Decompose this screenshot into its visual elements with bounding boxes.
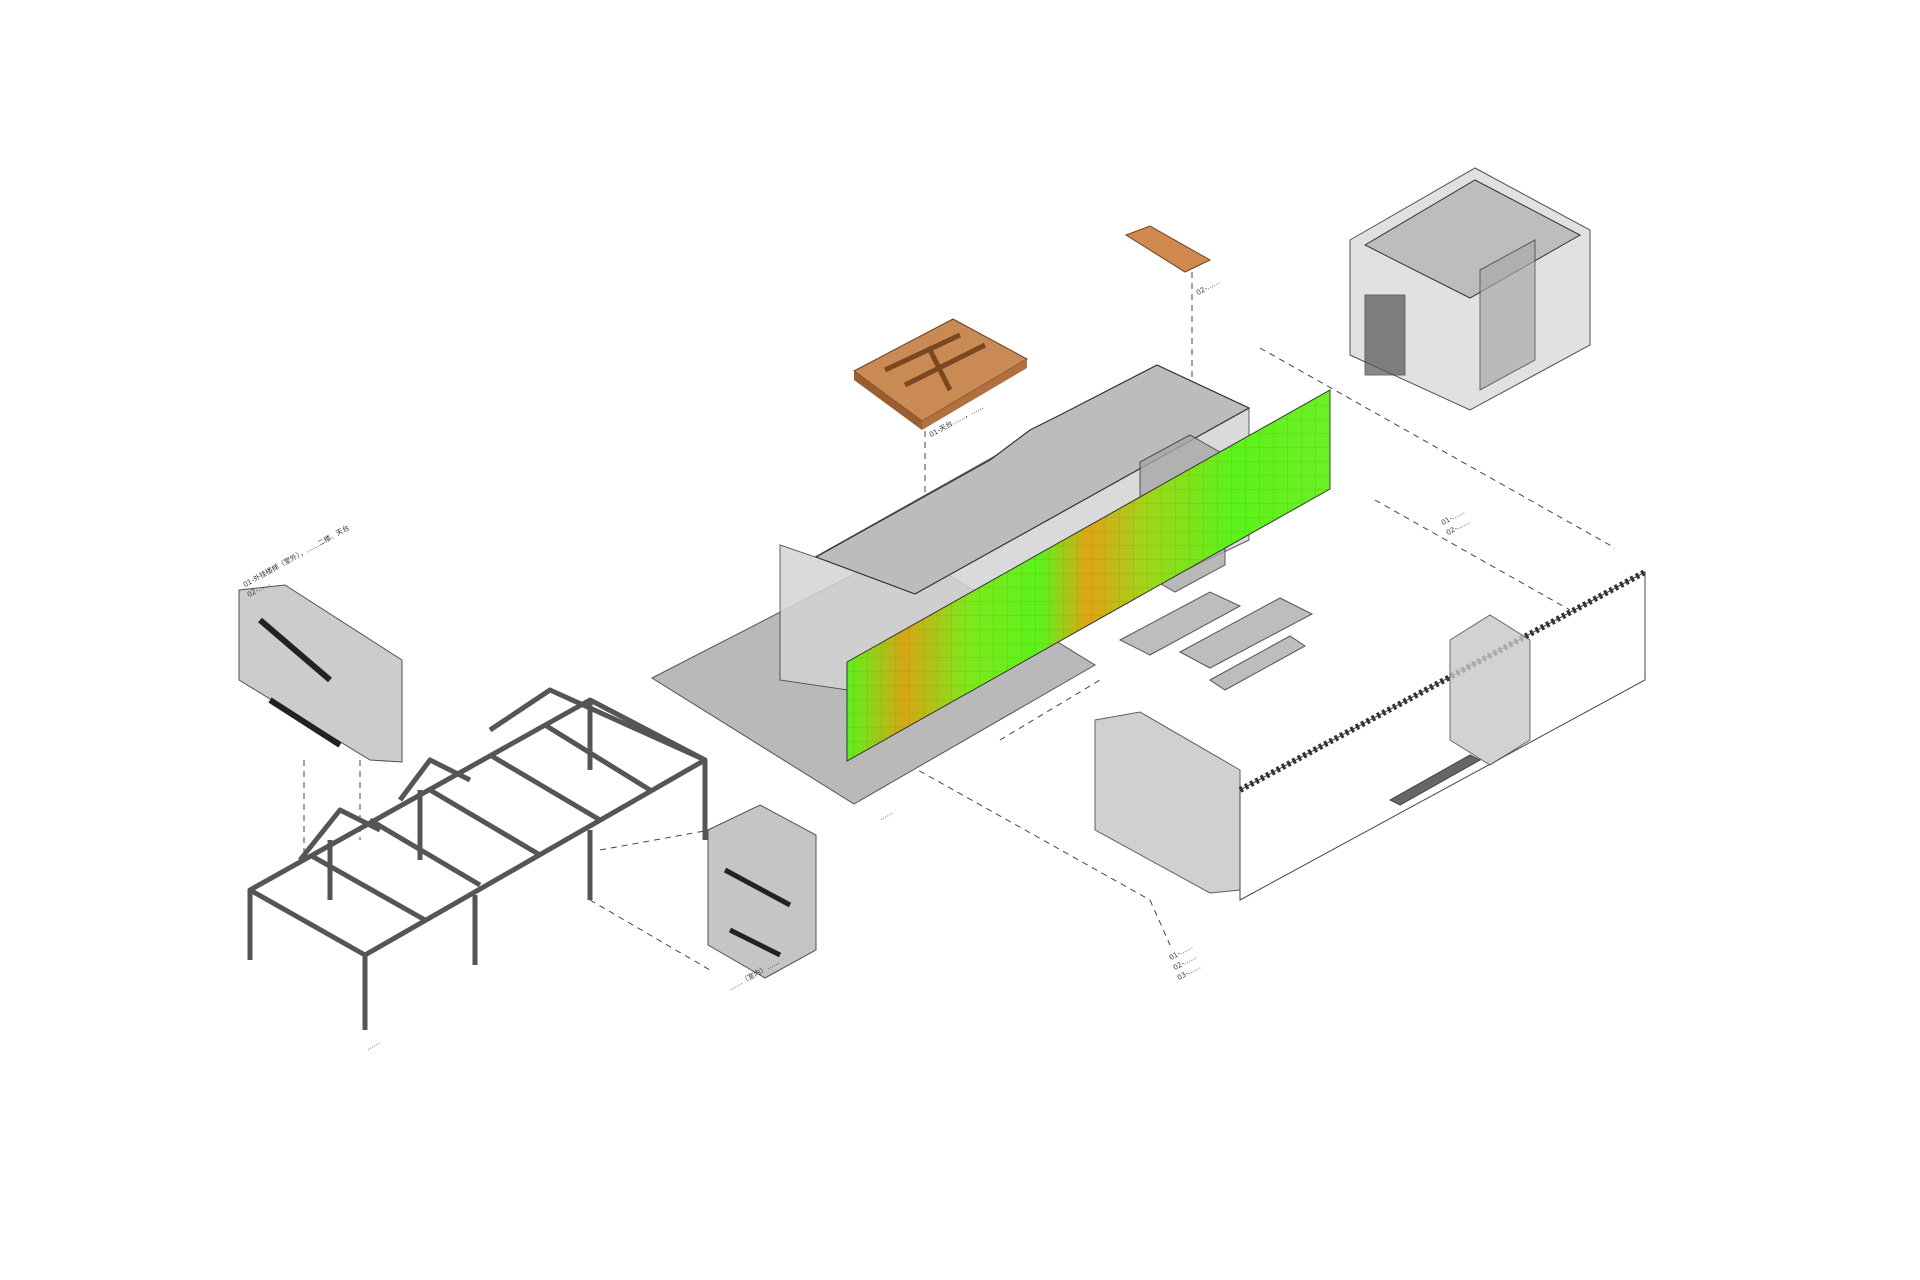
dashed-leaders — [303, 272, 1616, 971]
interior-stair-tower — [707, 804, 817, 979]
roof-slab — [814, 364, 1251, 595]
wood-roof-deck — [853, 318, 1029, 430]
exterior-stair-frame — [238, 584, 403, 763]
interior-partitions — [1094, 569, 1647, 901]
glass-curtain-wall — [846, 389, 1331, 762]
steel-frame — [247, 687, 708, 1030]
top-right-module — [1349, 167, 1591, 411]
small-wood-panel — [1124, 225, 1212, 273]
